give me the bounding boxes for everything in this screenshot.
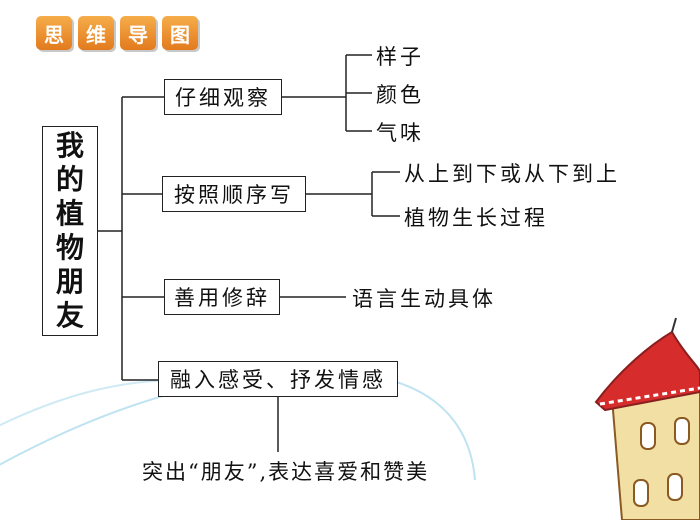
house-illustration (594, 317, 700, 520)
badge-char: 思 (36, 16, 72, 50)
leaf-node: 植物生长过程 (404, 206, 548, 230)
leaf-node: 气味 (376, 121, 424, 145)
leaf-node: 颜色 (376, 83, 424, 107)
leaf-node: 从上到下或从下到上 (404, 162, 620, 186)
badge-char: 导 (120, 16, 156, 50)
root-char: 的 (55, 163, 84, 196)
root-char: 友 (55, 299, 84, 332)
branch-node-order: 按照顺序写 (162, 176, 306, 212)
badge-char: 图 (162, 16, 198, 50)
root-char: 植 (55, 197, 84, 230)
connector-lines (98, 54, 400, 452)
leaf-node: 样子 (376, 45, 424, 69)
leaf-node: 突出“朋友”,表达喜爱和赞美 (142, 460, 430, 484)
root-char: 我 (55, 129, 84, 162)
root-node: 我 的 植 物 朋 友 (42, 126, 98, 336)
leaf-node: 语言生动具体 (352, 287, 496, 311)
branch-node-observe: 仔细观察 (164, 79, 282, 115)
badge-char: 维 (78, 16, 114, 50)
root-char: 朋 (55, 265, 84, 298)
branch-node-rhetoric: 善用修辞 (164, 279, 280, 315)
mind-map-badges: 思 维 导 图 (36, 16, 198, 50)
branch-node-feelings: 融入感受、抒发情感 (158, 361, 398, 397)
root-char: 物 (55, 231, 84, 264)
